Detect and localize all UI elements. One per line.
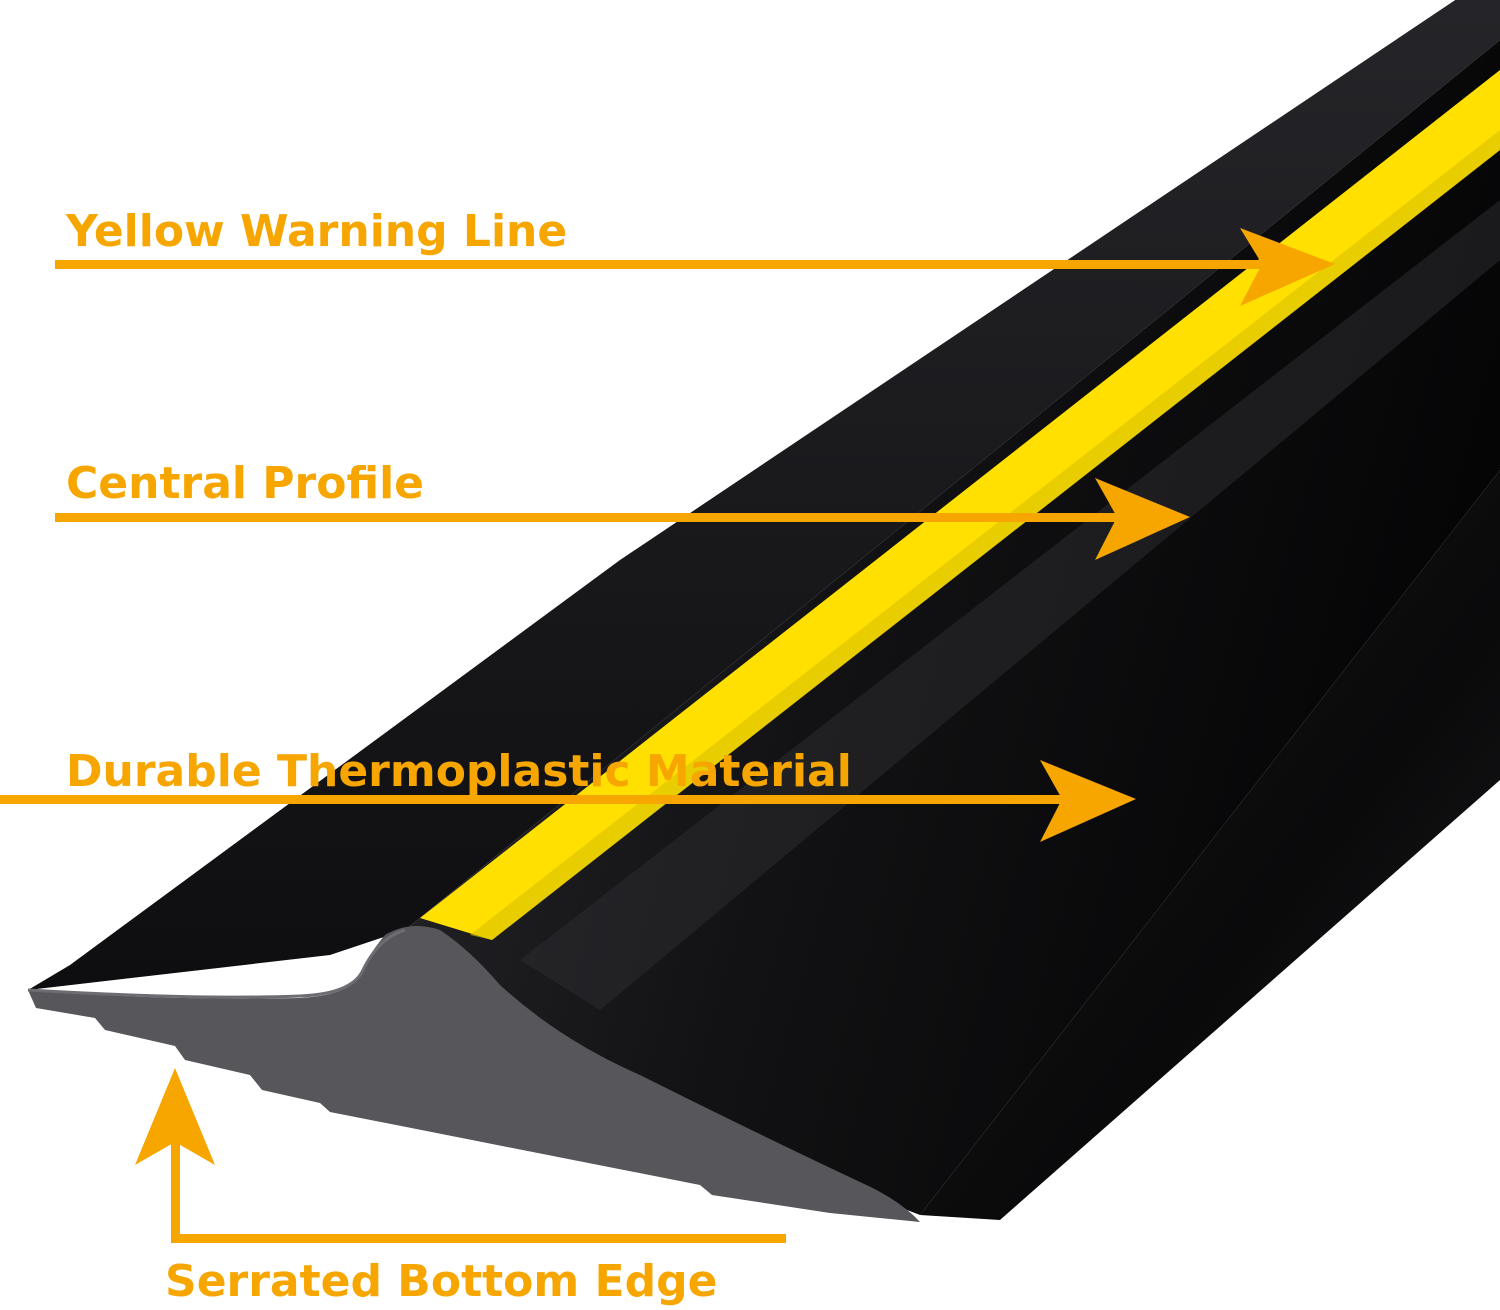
arrow-head-serrated-edge — [135, 1068, 215, 1165]
callout-durable-material: Durable Thermoplastic Material — [0, 746, 1136, 842]
end-face-edge — [27, 928, 406, 999]
arrow-line-yellow-warning — [55, 260, 1270, 269]
callout-central-profile: Central Profile — [55, 458, 1190, 560]
threshold-seal-strip — [27, 0, 1500, 1222]
callout-yellow-warning-line: Yellow Warning Line — [55, 206, 1335, 306]
label-central-profile: Central Profile — [66, 458, 424, 509]
callout-serrated-bottom-edge: Serrated Bottom Edge — [135, 1068, 786, 1307]
arrow-head-yellow-warning — [1240, 228, 1335, 306]
label-yellow-warning-line: Yellow Warning Line — [65, 206, 567, 257]
yellow-warning-line-shade — [470, 130, 1500, 940]
arrow-line-central-profile — [55, 513, 1120, 522]
arrow-line-durable-material — [0, 795, 1065, 804]
right-flange-surface — [920, 470, 1500, 1220]
cross-section-end-face — [28, 926, 920, 1222]
label-serrated-bottom-edge: Serrated Bottom Edge — [165, 1256, 717, 1307]
arrow-line-serrated-horizontal — [171, 1234, 786, 1243]
arrow-head-durable-material — [1040, 760, 1136, 842]
left-flange-surface — [28, 0, 1500, 990]
arrow-head-central-profile — [1095, 478, 1190, 560]
yellow-warning-line — [420, 70, 1500, 940]
label-durable-material: Durable Thermoplastic Material — [66, 746, 852, 797]
arrow-line-serrated-vertical — [171, 1140, 180, 1243]
profile-highlight — [520, 200, 1500, 1010]
